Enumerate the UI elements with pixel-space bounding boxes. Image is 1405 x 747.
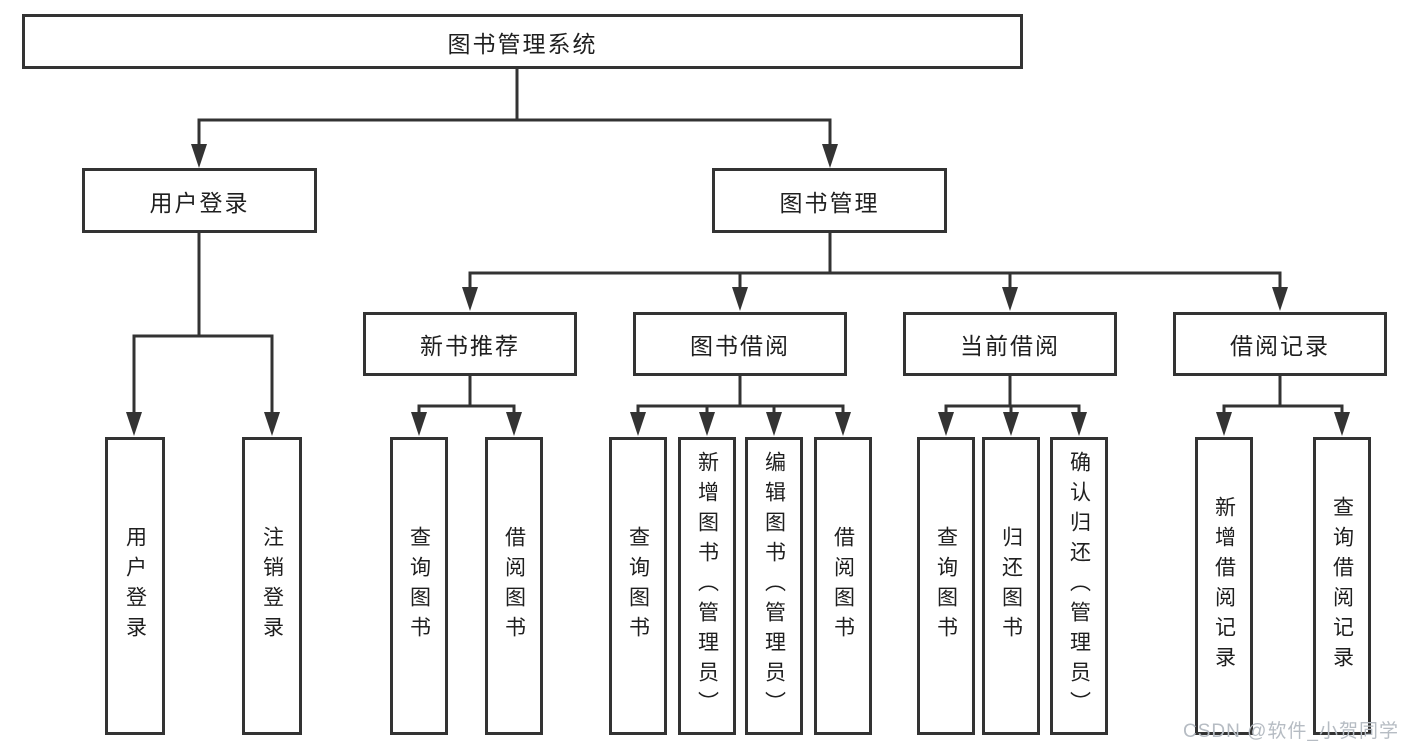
leaf-add-borrow-record: 新增借阅记录 [1195,437,1253,735]
leaf-add-book-admin: 新增图书（管理员） [678,437,736,735]
leaf-query-books-recommend: 查询图书 [390,437,448,735]
node-book-borrowing: 图书借阅 [633,312,847,376]
arrowheads [126,144,1350,436]
connector-management [468,231,1282,292]
node-new-book-recommendation: 新书推荐 [363,312,577,376]
connector-root [197,67,832,148]
connector-login [132,231,274,416]
connector-recommend [417,374,516,416]
leaf-query-books-borrowing: 查询图书 [609,437,667,735]
connector-borrowing [636,374,845,416]
node-user-login: 用户登录 [82,168,317,233]
connector-current [944,374,1081,416]
leaf-user-login: 用户登录 [105,437,165,735]
connector-records [1222,374,1344,416]
leaf-confirm-return-admin: 确认归还（管理员） [1050,437,1108,735]
leaf-query-books-current: 查询图书 [917,437,975,735]
leaf-query-borrow-record: 查询借阅记录 [1313,437,1371,735]
leaf-borrow-books-recommend: 借阅图书 [485,437,543,735]
csdn-watermark: CSDN @软件_小贺同学 [1183,721,1399,742]
leaf-borrow-books: 借阅图书 [814,437,872,735]
leaf-logout: 注销登录 [242,437,302,735]
node-current-borrowing: 当前借阅 [903,312,1117,376]
node-library-management-system: 图书管理系统 [22,14,1023,69]
leaf-edit-book-admin: 编辑图书（管理员） [745,437,803,735]
leaf-return-book: 归还图书 [982,437,1040,735]
node-book-management: 图书管理 [712,168,947,233]
node-borrowing-records: 借阅记录 [1173,312,1387,376]
